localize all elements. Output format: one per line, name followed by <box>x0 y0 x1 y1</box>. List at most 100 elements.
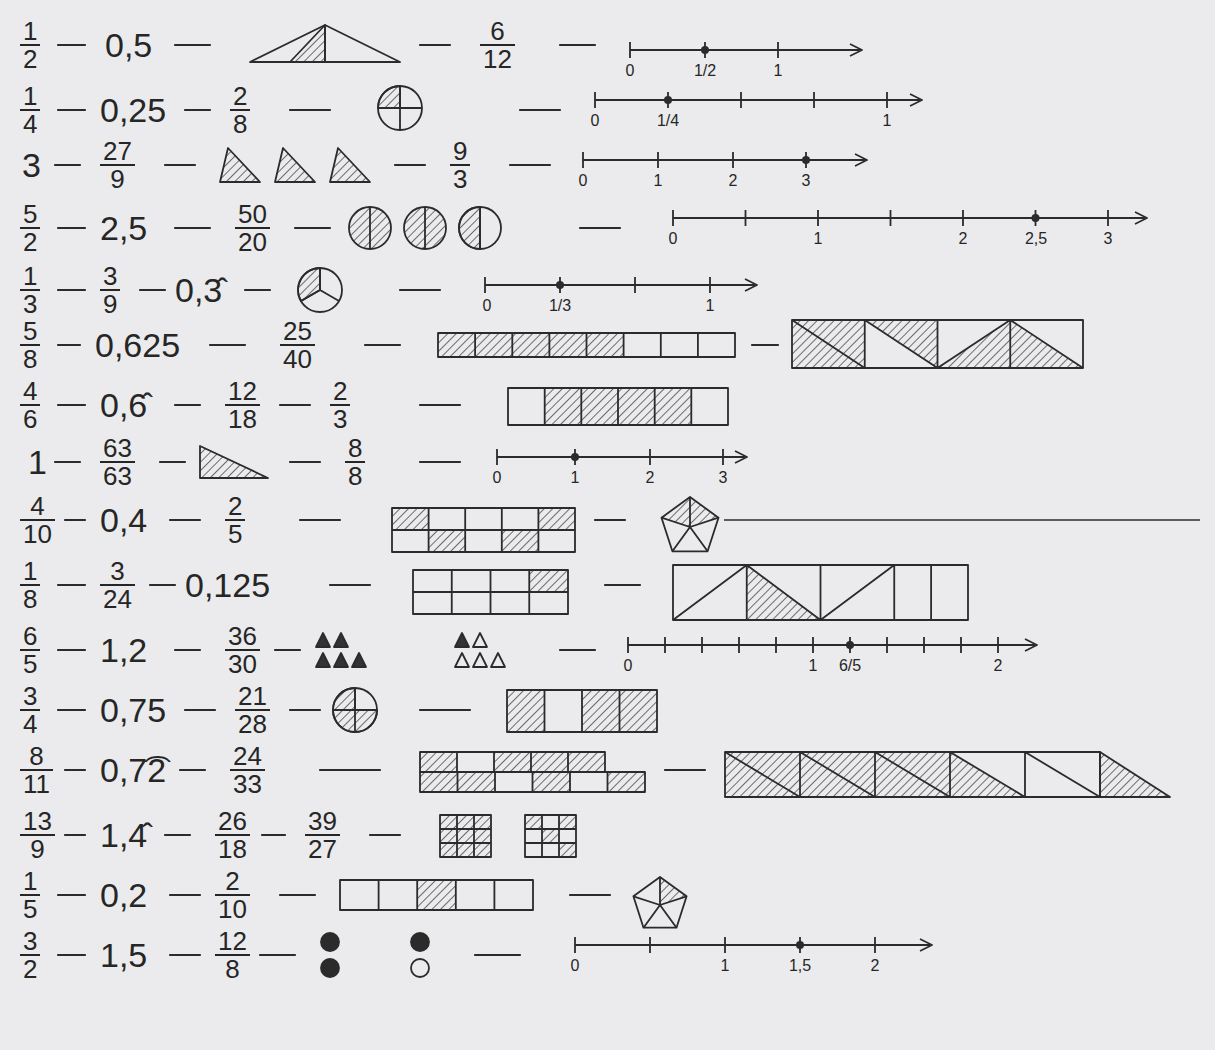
number-line-label: 0 <box>571 957 580 975</box>
fraction-numerator: 2 <box>225 493 245 519</box>
fraction-denominator: 11 <box>20 769 53 797</box>
fraction-denominator: 10 <box>215 894 250 922</box>
number-line-label: 1,5 <box>789 957 811 975</box>
fraction-denominator: 6 <box>20 404 40 432</box>
fraction-denominator: 8 <box>215 954 250 982</box>
fraction: 1218 <box>225 378 260 432</box>
fraction-denominator: 8 <box>230 109 250 137</box>
fraction-denominator: 3 <box>450 164 470 192</box>
number-line-label: 6/5 <box>839 657 861 675</box>
fraction: 210 <box>215 868 250 922</box>
fraction-denominator: 2 <box>20 44 40 72</box>
number-line-label: 0 <box>591 112 600 130</box>
fraction: 410 <box>20 493 55 547</box>
number-line-label: 0 <box>493 469 502 487</box>
fraction-numerator: 8 <box>345 435 365 461</box>
fraction: 612 <box>480 18 515 72</box>
fraction: 34 <box>20 683 40 737</box>
fraction-numerator: 13 <box>20 808 55 834</box>
number-line-label: 1 <box>571 469 580 487</box>
fraction: 23 <box>330 378 350 432</box>
number-line-label: 3 <box>802 172 811 190</box>
fraction: 12 <box>20 18 40 72</box>
number-line-label: 2 <box>994 657 1003 675</box>
number-line-label: 1 <box>654 172 663 190</box>
number-line-label: 2 <box>959 230 968 248</box>
fraction-numerator: 4 <box>20 378 40 404</box>
fraction-numerator: 3 <box>20 683 40 709</box>
number-line-label: 3 <box>719 469 728 487</box>
fraction-denominator: 10 <box>20 519 55 547</box>
number-text: 1,5 <box>100 935 147 976</box>
fraction: 18 <box>20 558 40 612</box>
fraction-denominator: 27 <box>305 834 340 862</box>
fraction: 324 <box>100 558 135 612</box>
number-text: 0,3̂ <box>175 270 222 311</box>
fraction-numerator: 1 <box>20 868 40 894</box>
fraction-denominator: 28 <box>235 709 270 737</box>
fraction-numerator: 27 <box>100 138 135 164</box>
number-line-label: 2 <box>871 957 880 975</box>
number-text: 0,6̂ <box>100 385 147 426</box>
number-line-label: 0 <box>669 230 678 248</box>
fraction: 13 <box>20 263 40 317</box>
number-text: 1 <box>28 442 47 483</box>
fraction: 2618 <box>215 808 250 862</box>
number-text: 0,7͡2 <box>100 750 166 791</box>
fraction-numerator: 2 <box>215 868 250 894</box>
fraction: 46 <box>20 378 40 432</box>
fraction-denominator: 9 <box>20 834 55 862</box>
fraction-numerator: 3 <box>20 928 40 954</box>
fraction: 65 <box>20 623 40 677</box>
number-line-label: 0 <box>626 62 635 80</box>
fraction-denominator: 3 <box>330 404 350 432</box>
fraction: 5020 <box>235 201 270 255</box>
fraction-numerator: 4 <box>20 493 55 519</box>
fraction-numerator: 3 <box>100 558 135 584</box>
fraction-denominator: 63 <box>100 461 135 489</box>
fraction: 93 <box>450 138 470 192</box>
number-line-label: 2 <box>729 172 738 190</box>
fraction-numerator: 5 <box>20 318 40 344</box>
fraction-denominator: 8 <box>345 461 365 489</box>
fraction-numerator: 25 <box>280 318 315 344</box>
fraction-denominator: 5 <box>20 649 40 677</box>
number-text: 2,5 <box>100 208 147 249</box>
number-line-label: 1 <box>814 230 823 248</box>
number-line-label: 0 <box>624 657 633 675</box>
fraction: 279 <box>100 138 135 192</box>
fraction: 2433 <box>230 743 265 797</box>
number-line-label: 1 <box>883 112 892 130</box>
fraction: 3927 <box>305 808 340 862</box>
fraction-numerator: 6 <box>20 623 40 649</box>
number-text: 0,5 <box>105 25 152 66</box>
fraction-numerator: 2 <box>230 83 250 109</box>
number-text: 0,25 <box>100 90 166 131</box>
fraction-numerator: 36 <box>225 623 260 649</box>
number-text: 1,4̂ <box>100 815 147 856</box>
fraction-numerator: 1 <box>20 263 40 289</box>
fraction-denominator: 3 <box>20 289 40 317</box>
fraction: 32 <box>20 928 40 982</box>
fraction: 28 <box>230 83 250 137</box>
fraction-denominator: 24 <box>100 584 135 612</box>
number-line-label: 2,5 <box>1025 230 1047 248</box>
fraction-denominator: 4 <box>20 109 40 137</box>
fraction-denominator: 2 <box>20 227 40 255</box>
number-line-label: 2 <box>646 469 655 487</box>
fraction: 2128 <box>235 683 270 737</box>
number-line-label: 1 <box>721 957 730 975</box>
number-text: 3 <box>22 145 41 186</box>
fraction-numerator: 24 <box>230 743 265 769</box>
fraction: 39 <box>100 263 120 317</box>
number-line-label: 0 <box>483 297 492 315</box>
fraction-denominator: 5 <box>225 519 245 547</box>
number-line-label: 0 <box>579 172 588 190</box>
fraction: 6363 <box>100 435 135 489</box>
fraction-denominator: 12 <box>480 44 515 72</box>
fraction-denominator: 2 <box>20 954 40 982</box>
fraction: 811 <box>20 743 53 797</box>
fraction-numerator: 1 <box>20 558 40 584</box>
